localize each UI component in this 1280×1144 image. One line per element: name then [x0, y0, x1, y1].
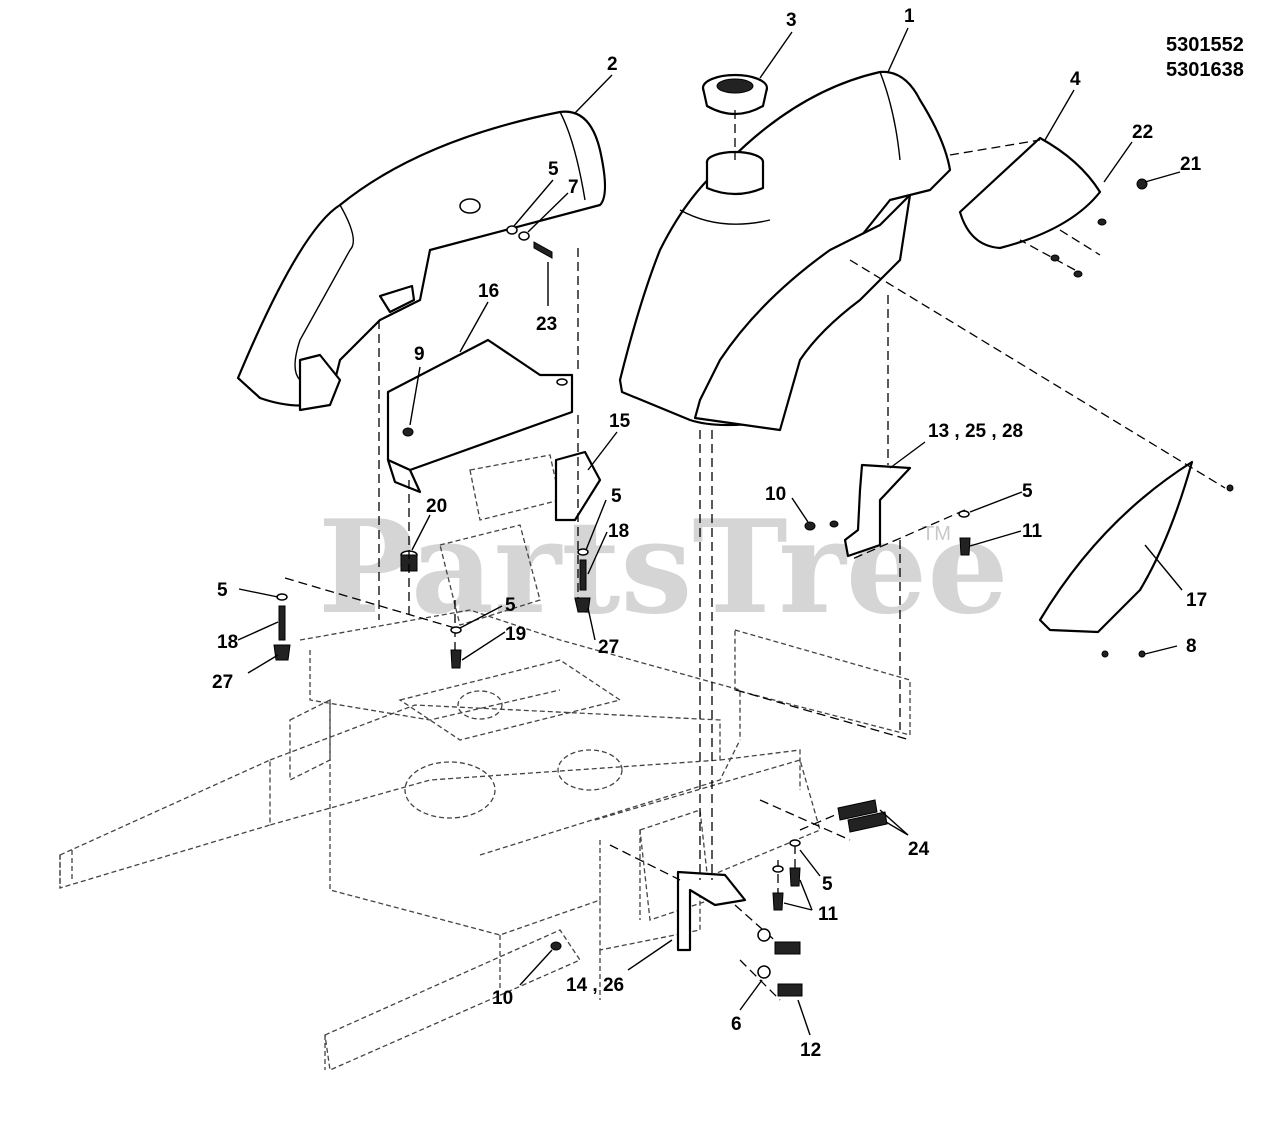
left-fender [236, 110, 607, 412]
callout-11-upper: 11 [1022, 521, 1043, 542]
leader-lines [237, 27, 1183, 1036]
model-number-2: 5301638 [1166, 59, 1244, 81]
callout-20: 20 [426, 496, 447, 517]
callout-5-bottom: 5 [822, 874, 833, 895]
callout-16: 16 [478, 281, 499, 302]
callout-11-lower: 11 [818, 904, 839, 925]
callout-14-26: 14 , 26 [566, 975, 624, 996]
callout-22: 22 [1132, 122, 1153, 143]
mount-bracket [386, 338, 574, 494]
rear-bracket [843, 463, 912, 558]
callout-labels: 1 2 3 4 5 7 22 21 16 23 9 15 13 , 25 , 2… [212, 6, 1207, 1061]
callout-7: 7 [568, 177, 579, 198]
watermark-text: PartsTree [318, 493, 1009, 643]
callout-4: 4 [1070, 69, 1081, 90]
callout-15: 15 [609, 411, 631, 432]
callout-2: 2 [607, 54, 618, 75]
watermark-trademark: TM [922, 523, 951, 545]
callout-5-left: 5 [217, 580, 228, 601]
callout-24: 24 [908, 839, 930, 860]
callout-5-right: 5 [1022, 481, 1033, 502]
callout-10-upper: 10 [765, 484, 786, 505]
side-shield [1038, 460, 1194, 634]
assembly-guides [284, 110, 1226, 1001]
callout-13-25-28: 13 , 25 , 28 [928, 421, 1023, 442]
cover-plate [958, 136, 1102, 250]
callout-23: 23 [536, 314, 557, 335]
callout-18-center: 18 [608, 521, 629, 542]
chassis-frame [59, 454, 911, 1071]
model-number-1: 5301552 [1166, 34, 1244, 56]
callout-5-center: 5 [611, 486, 622, 507]
lower-bracket [676, 870, 747, 952]
callout-10-lower: 10 [492, 988, 513, 1009]
callout-3: 3 [786, 10, 797, 31]
hardware [273, 178, 1234, 997]
callout-27-left: 27 [212, 672, 233, 693]
callout-9: 9 [414, 344, 425, 365]
callout-1: 1 [904, 6, 915, 27]
right-fender-tank [618, 70, 952, 432]
fuel-cap [701, 73, 769, 116]
callout-5-lower: 5 [505, 595, 516, 616]
callout-27-center: 27 [598, 637, 619, 658]
callout-12: 12 [800, 1040, 821, 1061]
callout-18-left: 18 [217, 632, 238, 653]
callout-21: 21 [1180, 154, 1202, 175]
callout-5-upper: 5 [548, 159, 559, 180]
callout-19: 19 [505, 624, 526, 645]
callout-17: 17 [1186, 590, 1207, 611]
callout-6: 6 [731, 1014, 742, 1035]
callout-8: 8 [1186, 636, 1197, 657]
